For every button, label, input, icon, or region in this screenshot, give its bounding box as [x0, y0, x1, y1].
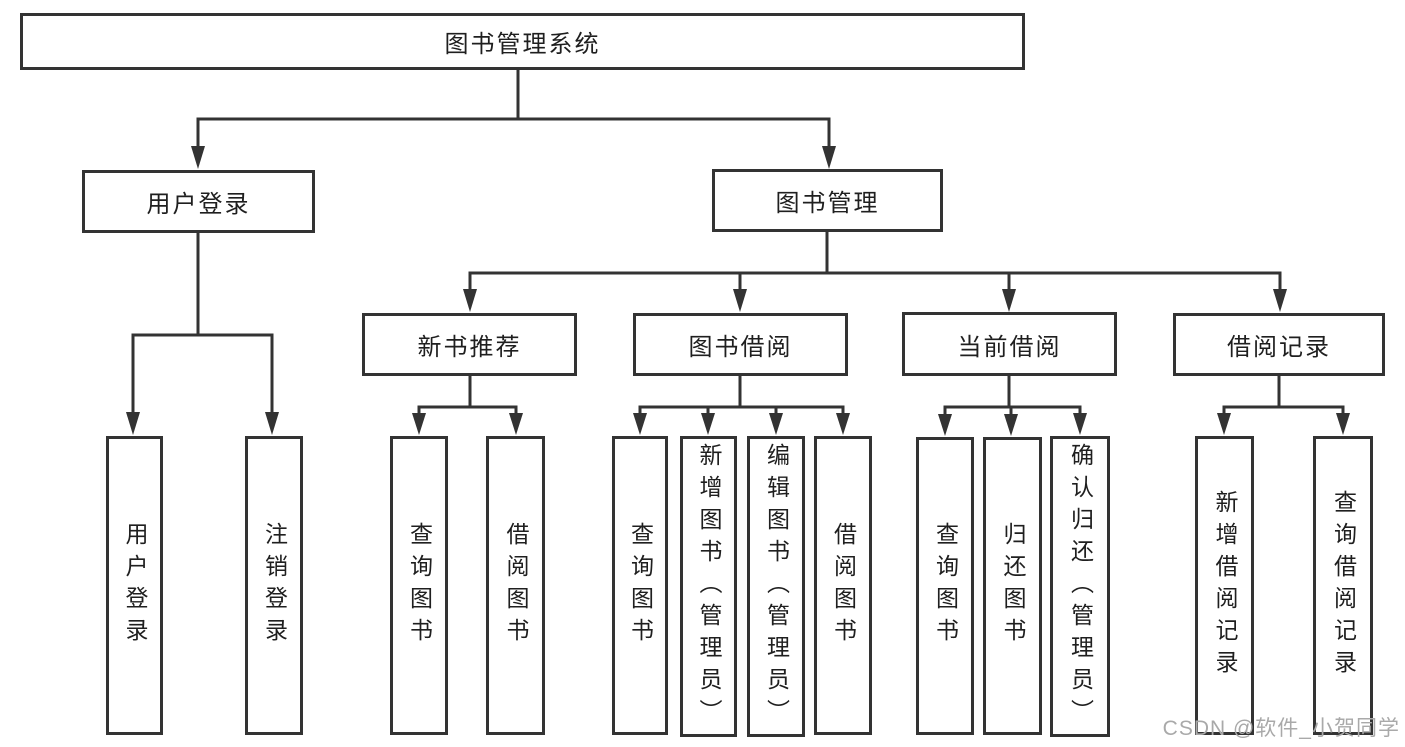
node-label: 查询图书 — [406, 521, 433, 650]
node-user-login: 用户登录 — [82, 170, 315, 233]
node-label: 用户登录 — [146, 191, 251, 218]
leaf-query-borrow-record: 查询借阅记录 — [1313, 436, 1373, 735]
node-label: 查询借阅记录 — [1330, 489, 1357, 682]
leaf-confirm-return-admin: 确认归还（管理员） — [1050, 436, 1110, 737]
node-label: 用户登录 — [122, 521, 148, 650]
node-label: 借阅图书 — [503, 521, 529, 650]
leaf-query-books-borrow: 查询图书 — [612, 436, 668, 735]
leaf-return-book: 归还图书 — [983, 437, 1042, 735]
node-borrow-records: 借阅记录 — [1173, 313, 1385, 376]
node-book-borrow: 图书借阅 — [633, 313, 848, 376]
node-label: 查询图书 — [932, 522, 959, 650]
node-label: 确认归还（管理员） — [1067, 442, 1094, 731]
node-label: 借阅记录 — [1227, 334, 1331, 361]
node-label: 编辑图书（管理员） — [763, 442, 790, 731]
leaf-edit-book-admin: 编辑图书（管理员） — [747, 436, 805, 737]
node-label: 借阅图书 — [830, 521, 857, 650]
leaf-user-login: 用户登录 — [106, 436, 163, 735]
leaf-add-book-admin: 新增图书（管理员） — [680, 436, 737, 737]
leaf-logout-login: 注销登录 — [245, 436, 303, 735]
node-label: 注销登录 — [261, 521, 288, 650]
node-new-book-recommend: 新书推荐 — [362, 313, 577, 376]
node-current-borrow: 当前借阅 — [902, 312, 1117, 376]
leaf-borrow-books-recommend: 借阅图书 — [486, 436, 545, 735]
leaf-query-books-recommend: 查询图书 — [390, 436, 448, 735]
node-label: 新增借阅记录 — [1212, 489, 1238, 682]
node-book-management: 图书管理 — [712, 169, 943, 232]
node-library-management-system: 图书管理系统 — [20, 13, 1025, 70]
node-label: 当前借阅 — [957, 333, 1062, 361]
node-label: 归还图书 — [1000, 522, 1026, 650]
leaf-query-books-current: 查询图书 — [916, 437, 974, 735]
node-label: 图书管理系统 — [444, 31, 601, 58]
node-label: 图书借阅 — [688, 334, 793, 361]
node-label: 查询图书 — [627, 521, 654, 650]
node-label: 新书推荐 — [417, 334, 522, 361]
leaf-borrow-books: 借阅图书 — [814, 436, 872, 735]
node-label: 新增图书（管理员） — [696, 442, 722, 731]
leaf-add-borrow-record: 新增借阅记录 — [1195, 436, 1254, 735]
node-label: 图书管理 — [775, 190, 880, 217]
